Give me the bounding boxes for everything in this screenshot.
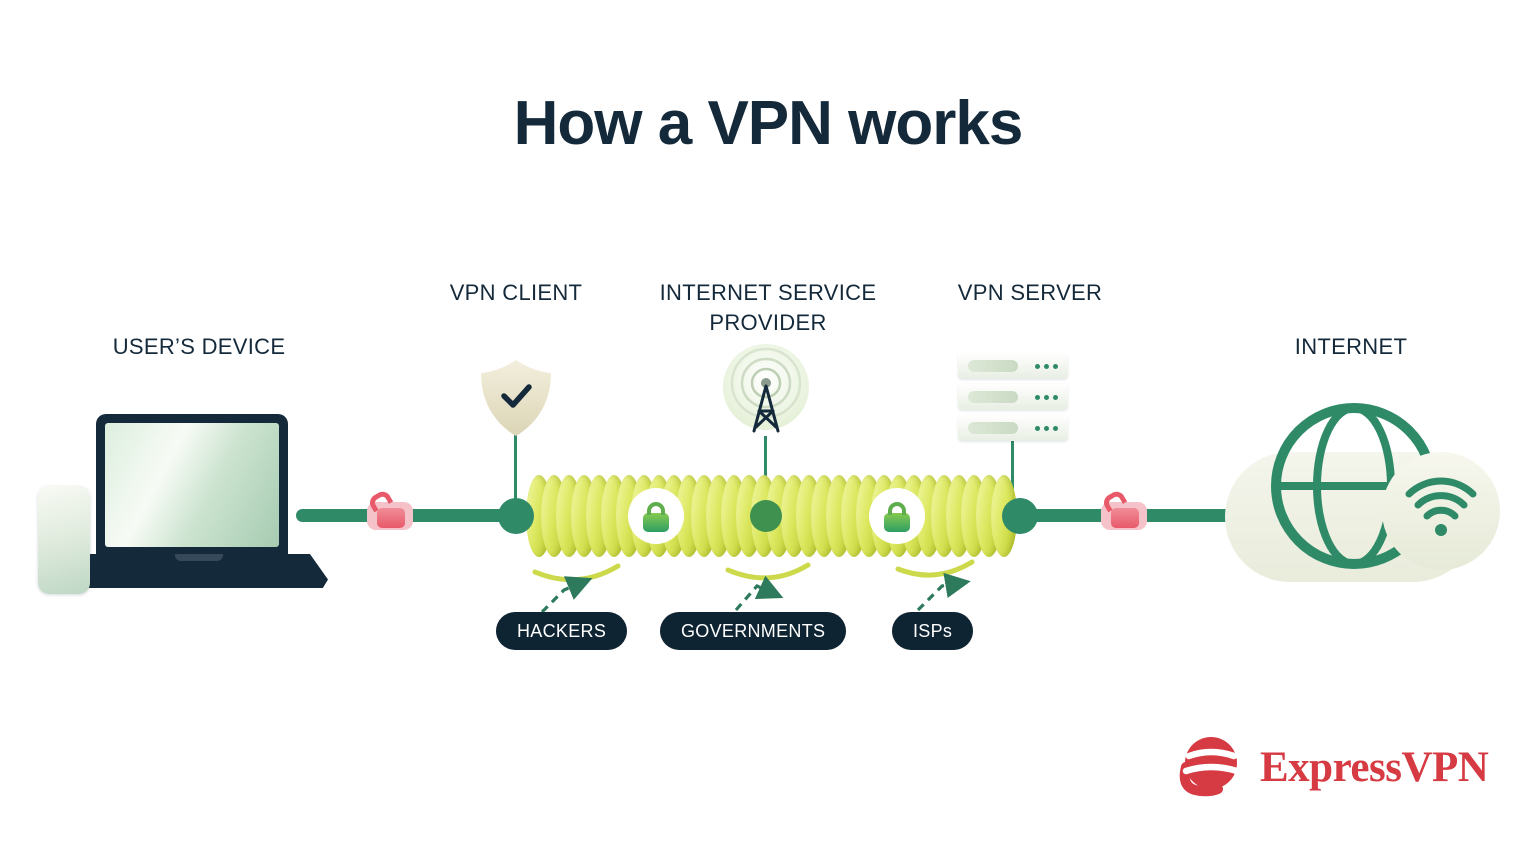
server-led-dots xyxy=(1035,363,1040,369)
label-vpn-server: VPN SERVER xyxy=(957,280,1103,305)
threat-badge-hackers: HACKERS xyxy=(496,612,628,650)
server-led-dots xyxy=(1035,425,1040,431)
junction-dot-isp xyxy=(750,500,782,532)
laptop-screen xyxy=(105,423,279,547)
label-internet: INTERNET xyxy=(1294,334,1408,359)
server-row xyxy=(958,384,1068,410)
label-vpn-client: VPN CLIENT xyxy=(449,280,583,305)
junction-dot-vpn-client xyxy=(498,498,534,534)
closed-padlock-icon xyxy=(628,488,684,544)
server-row xyxy=(958,415,1068,441)
server-slab xyxy=(968,422,1018,434)
label-users-device: USER’S DEVICE xyxy=(112,334,286,359)
padlock-body xyxy=(377,508,405,528)
laptop-base xyxy=(70,554,328,588)
open-padlock-icon xyxy=(367,502,413,530)
brand-wordmark: ExpressVPN xyxy=(1260,743,1489,791)
phone-icon xyxy=(38,486,90,594)
server-led-dots xyxy=(1035,394,1040,400)
server-slab xyxy=(968,391,1018,403)
wifi-icon xyxy=(1405,477,1477,536)
connector-isp xyxy=(764,436,767,512)
padlock-body xyxy=(884,501,910,532)
threat-badge-isps: ISPs xyxy=(892,612,974,650)
threat-badge-governments: GOVERNMENTS xyxy=(660,612,847,650)
radio-tower-icon xyxy=(723,344,809,433)
label-isp: INTERNET SERVICE PROVIDER xyxy=(659,280,877,335)
expressvpn-logo-icon xyxy=(1179,737,1241,797)
page-title: How a VPN works xyxy=(513,89,1024,158)
padlock-body xyxy=(1111,508,1139,528)
server-row xyxy=(958,353,1068,379)
padlock-body xyxy=(643,501,669,532)
open-padlock-icon xyxy=(1101,502,1147,530)
connector-vpn-server xyxy=(1011,441,1014,512)
wifi-circle xyxy=(1382,452,1500,570)
junction-dot-vpn-server xyxy=(1002,498,1038,534)
connector-vpn-client xyxy=(514,434,517,512)
server-stack-icon xyxy=(958,353,1068,446)
closed-padlock-icon xyxy=(869,488,925,544)
threat-arrows xyxy=(532,559,975,614)
server-slab xyxy=(968,360,1018,372)
shield-check-icon xyxy=(481,360,551,436)
laptop-icon xyxy=(96,414,288,556)
expressvpn-logo: ExpressVPN xyxy=(1176,731,1489,803)
